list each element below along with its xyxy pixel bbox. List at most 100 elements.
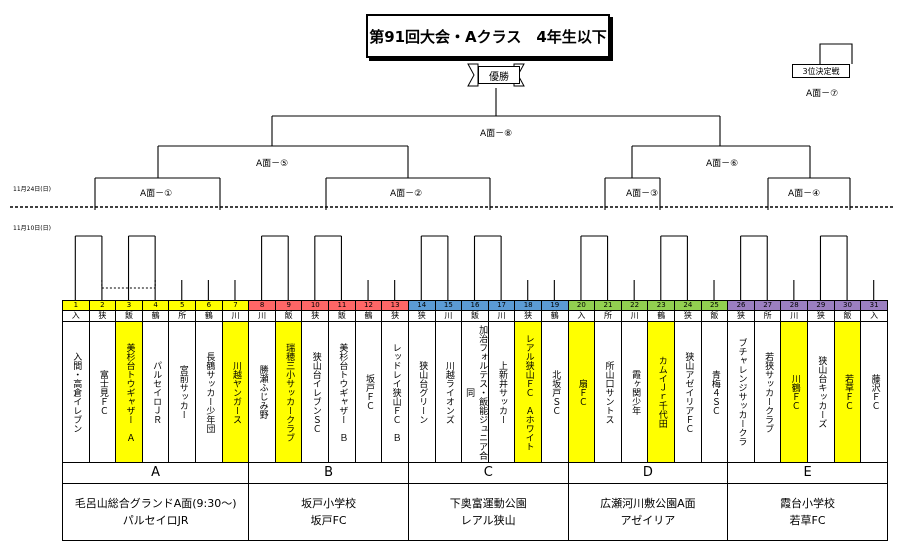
team-area: 川 [620, 310, 649, 322]
team-number: 29 [807, 300, 835, 311]
team-area: 狭 [674, 310, 702, 322]
team-name: 扇ＦＣ [576, 378, 587, 406]
team-name: 北坂戸ＳＣ [550, 369, 561, 415]
team-name: 所山口サントス [603, 360, 614, 424]
team-name: 若狭サッカークラブ [763, 351, 774, 433]
venue-name: 毛呂山総合グランドA面(9:30～) [74, 497, 237, 510]
team-number: 9 [274, 300, 303, 311]
team-name: 加治フォルテス・飯能ジュニア合同 [464, 324, 488, 460]
team-name: 上新井サッカー [497, 360, 508, 424]
group-venue: 坂戸小学校坂戸FC [248, 483, 409, 541]
team-area-row: 入狭飯鶴所鶴川川飯狭飯鶴狭狭川飯川狭鶴入所川鶴狭飯狭所川狭飯入 [62, 310, 888, 322]
team-area: 狭 [88, 310, 117, 322]
team-number: 26 [727, 300, 755, 311]
team-area: 飯 [833, 310, 862, 322]
team-area: 飯 [461, 310, 489, 322]
team-name-cell: 扇ＦＣ [567, 321, 596, 463]
team-name-cell: 入間・高倉イレブン [62, 321, 90, 463]
date-round2: 11月24日(日) [13, 186, 51, 193]
team-name: レアル狭山ＦＣ Ａホワイト [523, 333, 534, 451]
team-name-cell: パルセイロＪＲ [141, 321, 170, 463]
team-name: 青梅４ＳＣ [709, 369, 720, 415]
date-round1: 11月10日(日) [13, 225, 51, 232]
team-name: 霞ヶ関少年 [630, 369, 641, 415]
group-letter: B [248, 462, 409, 484]
match-8: A面－⑧ [480, 129, 513, 139]
team-number: 8 [248, 300, 276, 311]
team-area: 川 [487, 310, 516, 322]
team-area: 鶴 [195, 310, 223, 322]
team-number: 31 [860, 300, 888, 311]
group-venue: 広瀬河川敷公園A面アゼイリア [567, 483, 729, 541]
team-number: 1 [62, 300, 90, 311]
team-name: 長鶴サッカー少年団 [204, 351, 215, 433]
team-name: カムイＪｒ千代田 [656, 356, 667, 428]
team-name-cell: 美杉台トウギャザー Ｂ [328, 321, 356, 463]
team-name-cell: 長鶴サッカー少年団 [195, 321, 223, 463]
team-area: 鶴 [141, 310, 170, 322]
team-area: 狭 [807, 310, 835, 322]
team-area: 鶴 [540, 310, 569, 322]
venue-name: 坂戸小学校 [301, 497, 357, 510]
group-letter: A [61, 462, 250, 484]
team-number: 10 [301, 300, 330, 311]
team-area: 川 [434, 310, 463, 322]
team-name-cell: レッドレイ狭山ＦＣ Ｂ [381, 321, 409, 463]
team-number: 11 [328, 300, 356, 311]
group-letter-row: A B C D E [61, 462, 888, 484]
champion-label: 優勝 [478, 66, 520, 84]
venue-host: 若草FC [789, 514, 826, 527]
team-name: 藤沢ＦＣ [869, 374, 880, 410]
team-number: 27 [753, 300, 782, 311]
team-name: 宮前サッカー [177, 365, 188, 419]
team-name: 狭山台イレブンＳＣ [310, 351, 321, 433]
venue-name: 広瀬河川敷公園A面 [600, 497, 696, 510]
team-area: 飯 [328, 310, 356, 322]
team-name-cell: 勝瀬ふじみ野 [248, 321, 276, 463]
team-number: 6 [195, 300, 223, 311]
team-name-cell: 川越ライオンズ [434, 321, 463, 463]
team-name-cell: 藤沢ＦＣ [860, 321, 888, 463]
team-number: 19 [540, 300, 569, 311]
team-number: 22 [620, 300, 649, 311]
team-name-cell: 川鶴ＦＣ [780, 321, 809, 463]
match-6: A面－⑥ [706, 159, 739, 169]
team-name-cell: 霞ヶ関少年 [620, 321, 649, 463]
team-area: 狭 [407, 310, 436, 322]
team-name: パルセイロＪＲ [151, 360, 162, 424]
team-name: 勝瀬ふじみ野 [257, 365, 268, 419]
group-letter: E [727, 462, 888, 484]
page-title: 第91回大会・Aクラス 4年生以下 [366, 14, 610, 58]
team-name-cell: 瑞穂三小サッカークラブ [274, 321, 303, 463]
venue-host: パルセイロJR [122, 514, 189, 527]
team-name-cell: 狭山台グリーン [407, 321, 436, 463]
team-number: 4 [141, 300, 170, 311]
team-area: 飯 [115, 310, 143, 322]
team-name: 若草ＦＣ [842, 374, 853, 410]
team-number: 7 [221, 300, 250, 311]
team-area: 所 [594, 310, 622, 322]
third-place-bracket [819, 43, 853, 64]
team-area: 飯 [700, 310, 729, 322]
team-name-cell: 川越ヤンガース [221, 321, 250, 463]
team-name-cell: 加治フォルテス・飯能ジュニア合同 [461, 321, 489, 463]
team-name-cell: レアル狭山ＦＣ Ａホワイト [514, 321, 542, 463]
third-place-match: A面－⑦ [806, 89, 839, 99]
team-area: 狭 [727, 310, 755, 322]
team-number: 18 [514, 300, 542, 311]
venue-host: 坂戸FC [310, 514, 347, 527]
team-name-cell: 宮前サッカー [168, 321, 197, 463]
team-name: 入間・高倉イレブン [71, 351, 82, 433]
group-venue: 毛呂山総合グランドA面(9:30～) パルセイロJR [61, 483, 250, 541]
team-number: 13 [381, 300, 409, 311]
team-area: 狭 [381, 310, 409, 322]
team-area: 鶴 [354, 310, 383, 322]
team-number: 30 [833, 300, 862, 311]
team-name-cell: カムイＪｒ千代田 [647, 321, 676, 463]
team-area: 川 [780, 310, 809, 322]
match-5: A面－⑤ [256, 159, 289, 169]
team-area: 狭 [301, 310, 330, 322]
